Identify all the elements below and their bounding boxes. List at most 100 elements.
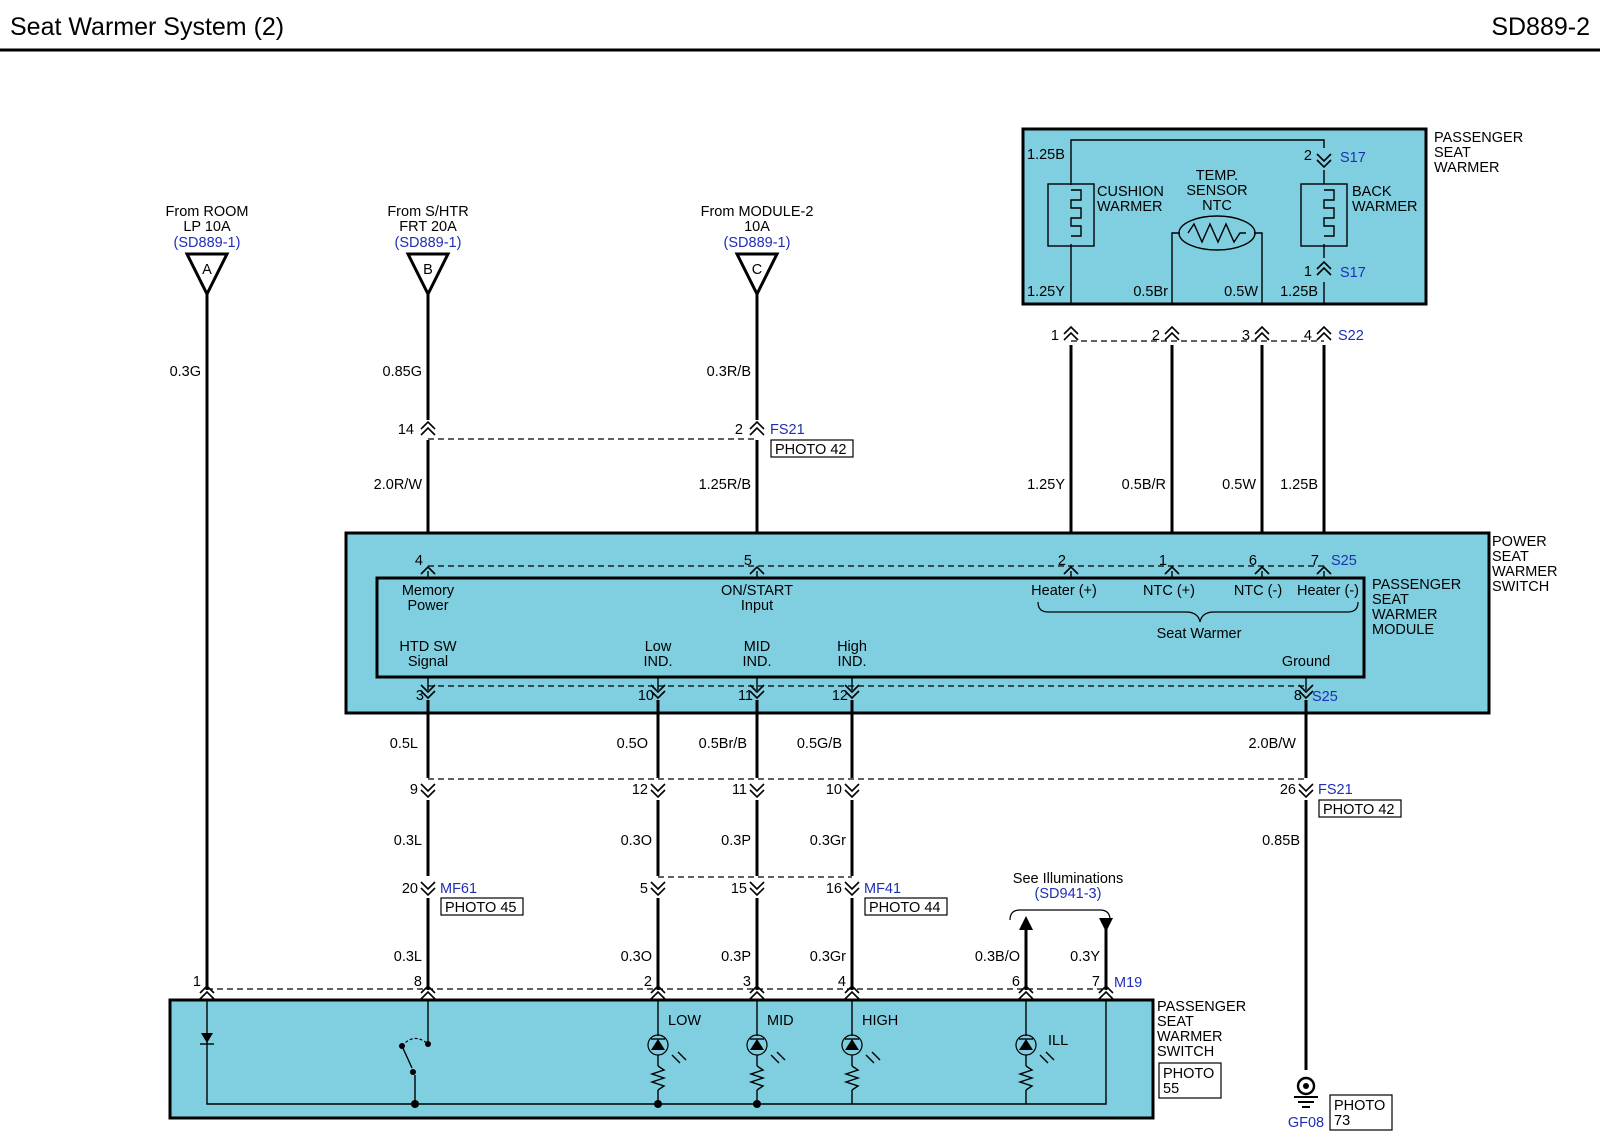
svg-text:6: 6 (1012, 974, 1020, 990)
svg-text:HTD SW: HTD SW (399, 639, 457, 655)
svg-text:2: 2 (644, 974, 652, 990)
svg-text:Heater (-): Heater (-) (1297, 583, 1359, 599)
svg-text:1.25R/B: 1.25R/B (699, 477, 751, 493)
svg-text:B: B (423, 262, 433, 278)
svg-text:See Illuminations: See Illuminations (1013, 871, 1123, 887)
svg-text:(SD889-1): (SD889-1) (724, 235, 791, 251)
svg-text:0.5Br: 0.5Br (1133, 284, 1168, 300)
source-triangle-b (405, 252, 451, 298)
svg-text:(SD889-1): (SD889-1) (395, 235, 462, 251)
ground-gf08: GF08 PHOTO 73 (1288, 1076, 1393, 1131)
svg-text:PHOTO: PHOTO (1334, 1098, 1385, 1114)
svg-text:1: 1 (1304, 264, 1312, 280)
svg-text:M19: M19 (1114, 975, 1142, 991)
svg-text:5: 5 (744, 553, 752, 569)
svg-text:26: 26 (1280, 782, 1296, 798)
svg-text:WARMER: WARMER (1352, 199, 1418, 215)
svg-text:BACK: BACK (1352, 184, 1392, 200)
svg-text:PASSENGER: PASSENGER (1434, 130, 1523, 146)
svg-text:10: 10 (826, 782, 842, 798)
svg-text:0.3O: 0.3O (621, 833, 652, 849)
svg-text:FS21: FS21 (1318, 782, 1353, 798)
connector-s22: 1 2 3 4 S22 (1051, 326, 1364, 344)
back-warmer-element (1300, 183, 1348, 247)
ill-led-icon: ILL (1015, 1000, 1068, 1104)
svg-text:8: 8 (414, 974, 422, 990)
svg-text:PHOTO 45: PHOTO 45 (445, 900, 516, 916)
photo-42-bottom (1318, 799, 1402, 818)
power-switch-box (344, 531, 1491, 715)
svg-text:2.0B/W: 2.0B/W (1248, 736, 1296, 752)
svg-text:LOW: LOW (668, 1013, 701, 1029)
svg-text:Input: Input (741, 598, 773, 614)
svg-text:NTC (-): NTC (-) (1234, 583, 1282, 599)
switch-box (168, 998, 1155, 1120)
svg-text:WARMER: WARMER (1492, 564, 1558, 580)
svg-text:From ROOM: From ROOM (166, 204, 249, 220)
svg-text:3: 3 (416, 688, 424, 704)
photo-44 (864, 897, 948, 916)
svg-text:0.3Gr: 0.3Gr (810, 949, 846, 965)
photo-45 (440, 897, 524, 916)
svg-text:0.5L: 0.5L (390, 736, 418, 752)
svg-text:0.85G: 0.85G (383, 364, 423, 380)
source-triangle-a (184, 252, 230, 298)
svg-text:PHOTO: PHOTO (1163, 1066, 1214, 1082)
svg-text:SENSOR: SENSOR (1186, 183, 1247, 199)
svg-text:2: 2 (1058, 553, 1066, 569)
ill-arrow-down-icon (1099, 918, 1113, 932)
svg-text:FS21: FS21 (770, 422, 805, 438)
passenger-seat-warmer-switch: 1 8 2 3 4 6 7 M19 PASSENGER SEAT WARMER … (168, 974, 1246, 1120)
ill-arrow-up-icon (1019, 916, 1033, 930)
svg-text:IND.: IND. (644, 654, 673, 670)
svg-text:GF08: GF08 (1288, 1115, 1324, 1131)
svg-text:S17: S17 (1340, 265, 1366, 281)
svg-text:From S/HTR: From S/HTR (387, 204, 468, 220)
svg-text:SEAT: SEAT (1372, 592, 1409, 608)
svg-text:4: 4 (415, 553, 423, 569)
svg-text:2: 2 (735, 422, 743, 438)
svg-text:0.3B/O: 0.3B/O (975, 949, 1020, 965)
ground-icon (1296, 1076, 1316, 1096)
svg-text:MF41: MF41 (864, 881, 901, 897)
passenger-seat-warmer: PASSENGER SEAT WARMER CUSHION WARMER BAC… (1021, 127, 1523, 306)
svg-text:0.85B: 0.85B (1262, 833, 1300, 849)
svg-text:Heater (+): Heater (+) (1031, 583, 1097, 599)
svg-text:PHOTO 42: PHOTO 42 (1323, 802, 1394, 818)
svg-text:3: 3 (743, 974, 751, 990)
svg-text:(SD941-3): (SD941-3) (1035, 886, 1102, 902)
svg-text:9: 9 (410, 782, 418, 798)
svg-text:7: 7 (1311, 553, 1319, 569)
svg-text:MF61: MF61 (440, 881, 477, 897)
temp-sensor-ntc (1178, 215, 1256, 251)
svg-text:NTC: NTC (1202, 198, 1232, 214)
svg-text:CUSHION: CUSHION (1097, 184, 1164, 200)
htd-switch-icon (410, 1069, 416, 1075)
svg-text:SEAT: SEAT (1157, 1014, 1194, 1030)
svg-text:10: 10 (638, 688, 654, 704)
svg-text:Power: Power (407, 598, 448, 614)
svg-text:MID: MID (767, 1013, 794, 1029)
svg-text:8: 8 (1294, 688, 1302, 704)
svg-text:S17: S17 (1340, 150, 1366, 166)
svg-text:FRT 20A: FRT 20A (399, 219, 457, 235)
low-led-icon: LOW (647, 1000, 701, 1108)
svg-text:0.3P: 0.3P (721, 949, 751, 965)
source-b: From S/HTR FRT 20A (SD889-1) B (387, 204, 469, 298)
svg-text:0.3L: 0.3L (394, 833, 422, 849)
photo-55 (1158, 1062, 1222, 1099)
mid-led-icon: MID (746, 1000, 794, 1108)
svg-text:0.5W: 0.5W (1222, 477, 1256, 493)
svg-text:14: 14 (398, 422, 414, 438)
svg-text:4: 4 (1304, 328, 1312, 344)
svg-text:1.25B: 1.25B (1280, 477, 1318, 493)
svg-text:WARMER: WARMER (1434, 160, 1500, 176)
svg-text:PHOTO 44: PHOTO 44 (869, 900, 940, 916)
svg-text:11: 11 (738, 688, 753, 704)
svg-text:20: 20 (402, 881, 418, 897)
svg-text:(SD889-1): (SD889-1) (174, 235, 241, 251)
svg-text:POWER: POWER (1492, 534, 1547, 550)
svg-text:11: 11 (732, 782, 747, 798)
svg-text:S25: S25 (1331, 553, 1357, 569)
svg-text:ON/START: ON/START (721, 583, 793, 599)
